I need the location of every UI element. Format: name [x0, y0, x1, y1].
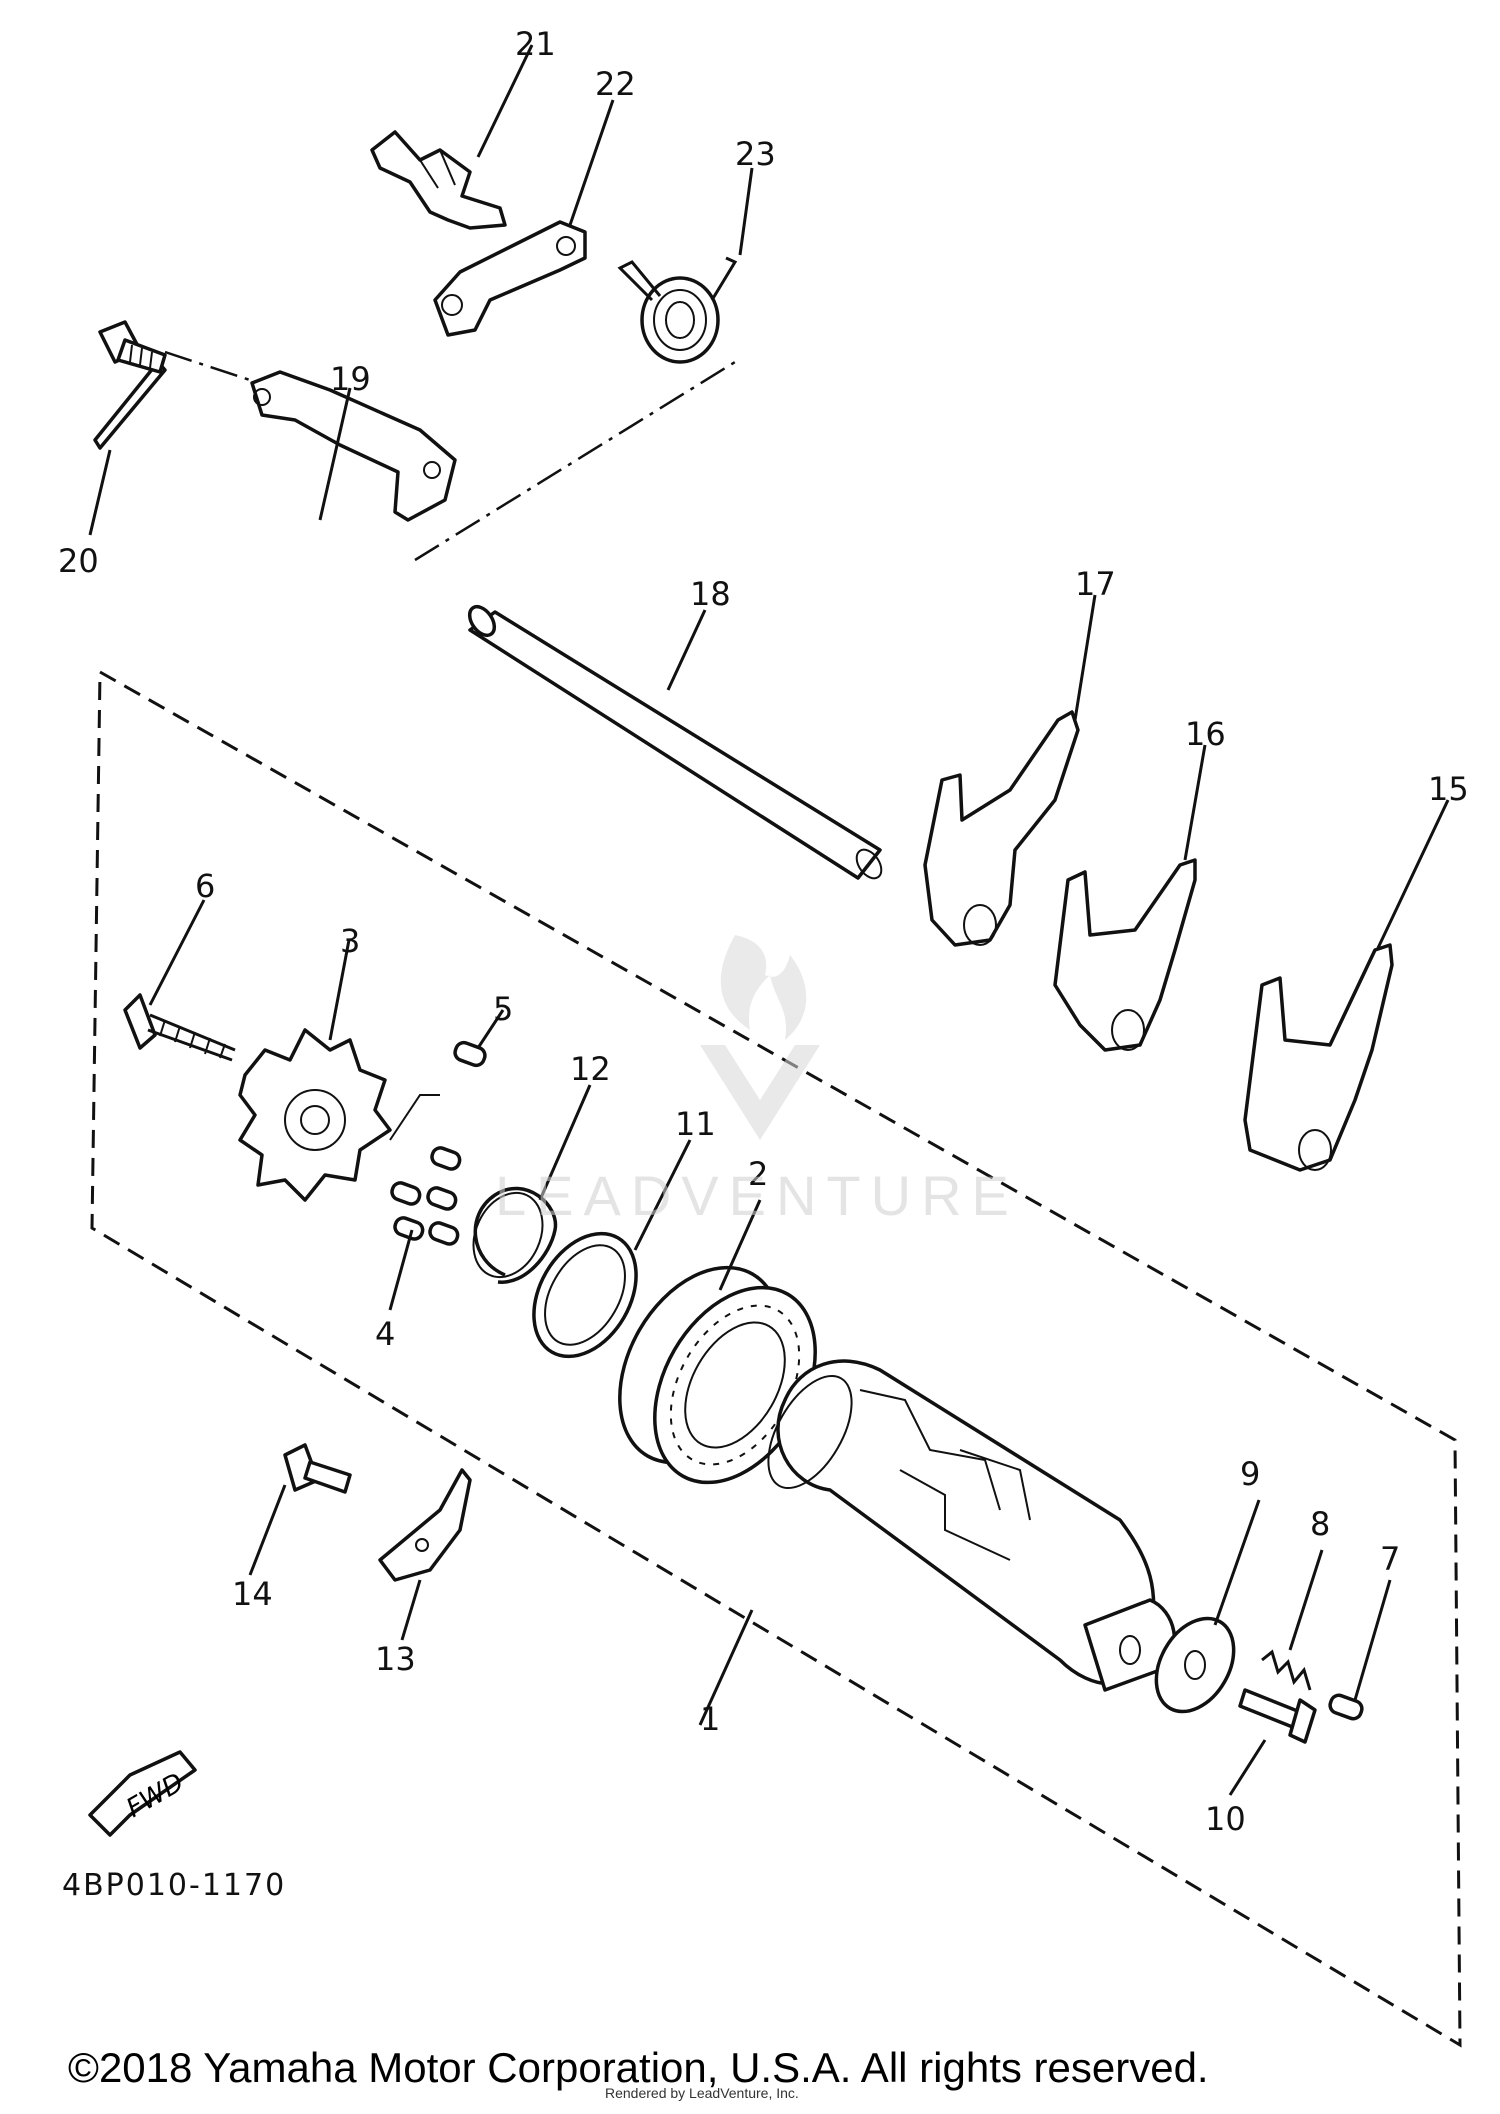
chain-line-20-19 — [164, 350, 251, 382]
callout-20: 20 — [58, 542, 99, 580]
part-21-stud-bolt — [370, 130, 507, 230]
part-4-pins — [390, 1146, 462, 1246]
part-9-plate — [1154, 1616, 1236, 1714]
part-1-shift-cam — [767, 1359, 1177, 1692]
part-22-shift-arm — [433, 220, 587, 337]
diagram-code: 4BP010-1170 — [62, 1868, 286, 1903]
chain-line-3-5 — [389, 1094, 440, 1141]
leader-lines — [88, 44, 1450, 1796]
callout-15: 15 — [1428, 770, 1469, 808]
part-23-spring — [617, 256, 738, 364]
callout-12: 12 — [570, 1050, 611, 1088]
part-13-stopper-lever — [378, 1468, 472, 1582]
part-11-washer — [532, 1231, 638, 1359]
part-6-long-bolt — [123, 993, 236, 1062]
part-18-guide-bar — [467, 604, 883, 880]
part-19-shift-lever — [250, 370, 457, 522]
callout-1: 1 — [700, 1700, 720, 1738]
callout-14: 14 — [232, 1575, 273, 1613]
part-17-shift-fork — [923, 710, 1080, 947]
part-10-screw — [1238, 1688, 1317, 1744]
watermark-text: LEADVENTURE — [495, 1164, 1019, 1227]
fwd-arrow: FWD — [88, 1750, 197, 1837]
part-8-spring — [1261, 1649, 1312, 1691]
callout-23: 23 — [735, 135, 776, 173]
callout-2: 2 — [748, 1155, 768, 1193]
part-15-shift-fork — [1243, 943, 1394, 1172]
part-14-bolt — [283, 1443, 352, 1494]
callout-3: 3 — [340, 922, 360, 960]
part-2-bearing — [618, 1265, 817, 1485]
callout-4: 4 — [375, 1315, 395, 1353]
callout-22: 22 — [595, 65, 636, 103]
callout-17: 17 — [1075, 565, 1116, 603]
assembly-boundary — [90, 669, 1462, 2048]
callout-9: 9 — [1240, 1455, 1260, 1493]
part-7-pin — [1328, 1693, 1364, 1721]
callout-13: 13 — [375, 1640, 416, 1678]
copyright-notice: ©2018 Yamaha Motor Corporation, U.S.A. A… — [68, 2044, 1209, 2091]
callout-18: 18 — [690, 575, 731, 613]
part-5-dowel-pin — [453, 1040, 487, 1068]
part-20-bolt — [93, 320, 167, 450]
render-credit: Rendered by LeadVenture, Inc. — [605, 2085, 799, 2101]
callout-10: 10 — [1205, 1800, 1246, 1838]
callout-19: 19 — [330, 360, 371, 398]
leadventure-watermark: LEADVENTURE — [495, 935, 1019, 1227]
part-16-shift-fork — [1053, 858, 1197, 1052]
chain-line-19-23 — [414, 360, 736, 562]
callout-7: 7 — [1380, 1540, 1400, 1578]
callout-11: 11 — [675, 1105, 716, 1143]
callout-8: 8 — [1310, 1505, 1330, 1543]
callout-5: 5 — [493, 990, 513, 1028]
part-12-circlip — [472, 1186, 558, 1284]
callout-6: 6 — [195, 867, 215, 905]
callout-21: 21 — [515, 25, 556, 63]
callout-16: 16 — [1185, 715, 1226, 753]
part-3-segment — [238, 1028, 392, 1202]
